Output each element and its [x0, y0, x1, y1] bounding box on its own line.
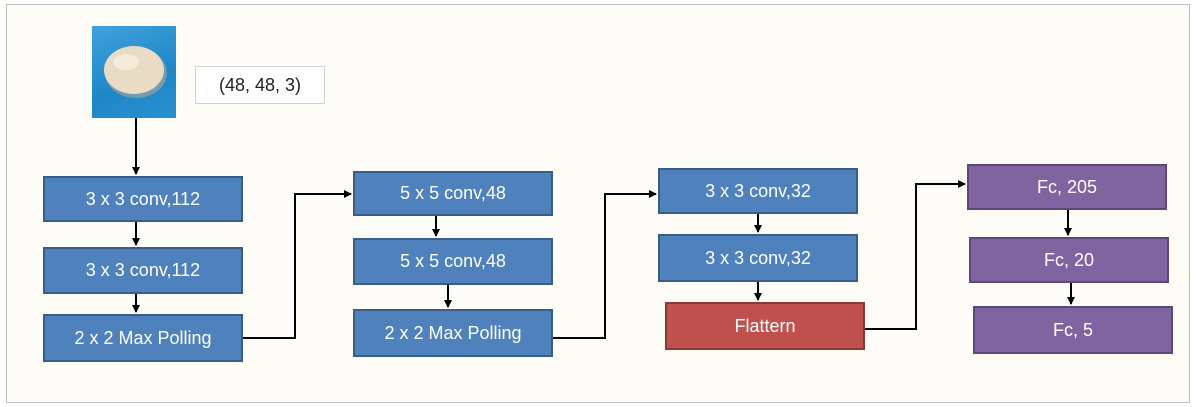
arrow-flatten-to-dense — [865, 180, 966, 330]
block3-conv2: 3 x 3 conv,32 — [658, 234, 858, 282]
arrow-b2-to-b3 — [553, 190, 657, 339]
input-image — [92, 26, 176, 118]
input-shape-label: (48, 48, 3) — [195, 66, 325, 104]
block2-maxpool: 2 x 2 Max Polling — [353, 309, 553, 357]
block1-conv1: 3 x 3 conv,112 — [43, 176, 243, 222]
block1-conv2: 3 x 3 conv,112 — [43, 247, 243, 294]
block3-conv1: 3 x 3 conv,32 — [658, 168, 858, 214]
block1-maxpool: 2 x 2 Max Polling — [43, 314, 243, 362]
block2-conv2: 5 x 5 conv,48 — [353, 238, 553, 285]
flatten-layer: Flattern — [665, 302, 865, 350]
dense-layer-3: Fc, 5 — [973, 306, 1173, 354]
arrow-b1-to-b2 — [243, 190, 352, 339]
egg-icon — [104, 46, 167, 98]
dense-layer-1: Fc, 205 — [967, 164, 1167, 210]
dense-layer-2: Fc, 20 — [969, 237, 1169, 283]
block2-conv1: 5 x 5 conv,48 — [353, 171, 553, 216]
